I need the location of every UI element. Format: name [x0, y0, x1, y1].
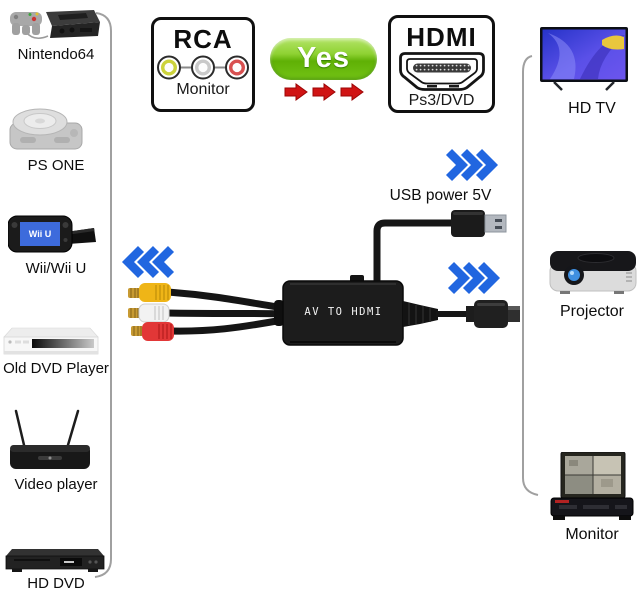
hdmi-cable	[403, 301, 470, 327]
usb-plug-icon	[451, 210, 507, 237]
ps-one-console-icon	[8, 97, 84, 153]
hd-tv-icon	[540, 27, 628, 93]
hdmi-output-card: HDMI Ps3/DVD	[388, 15, 495, 113]
old-dvd-player-icon	[2, 326, 100, 360]
source-label-nintendo64: Nintendo64	[17, 46, 95, 63]
red-arrows-icon	[284, 83, 364, 101]
hd-dvd-player-icon	[4, 545, 106, 577]
hdmi-card-title: HDMI	[406, 22, 477, 52]
display-label-monitor: Monitor	[565, 526, 619, 543]
hdmi-plug-icon	[466, 300, 520, 328]
nintendo64-console-icon	[6, 2, 102, 46]
wii-u-screen-text: Wii U	[29, 229, 51, 239]
projector-icon	[548, 245, 638, 297]
video-player-icon	[8, 409, 92, 473]
usb-cable	[373, 219, 452, 281]
chevrons-hdmi-icon	[447, 261, 501, 295]
rca-card-subtitle: Monitor	[176, 81, 230, 98]
chevrons-left-icon	[121, 245, 175, 279]
compatibility-badge-text: Yes	[297, 42, 350, 74]
wii-u-gamepad-icon: Wii U	[8, 212, 98, 256]
right-bracket	[522, 55, 539, 496]
rca-input-card: RCA Monitor	[151, 17, 255, 112]
source-label-ps-one: PS ONE	[27, 157, 85, 174]
rca-card-title: RCA	[173, 24, 233, 54]
source-label-wii: Wii/Wii U	[25, 260, 87, 277]
cctv-monitor-icon	[545, 452, 640, 524]
hdmi-port-icon	[398, 52, 485, 91]
source-label-old-dvd: Old DVD Player	[3, 360, 109, 377]
compatibility-badge: Yes	[270, 38, 377, 80]
source-label-video-player: Video player	[14, 476, 98, 493]
rca-plug-yellow-icon	[128, 283, 171, 302]
display-label-hd-tv: HD TV	[568, 100, 616, 117]
usb-power-label: USB power 5V	[389, 187, 492, 204]
display-label-projector: Projector	[559, 303, 625, 320]
rca-jacks-icon	[157, 55, 249, 80]
converter-device-label: AV TO HDMI	[304, 306, 383, 318]
left-bracket	[94, 12, 112, 578]
converter-device	[274, 275, 404, 346]
chevrons-usb-icon	[445, 148, 499, 182]
source-label-hd-dvd: HD DVD	[27, 575, 85, 592]
rca-plug-red-icon	[131, 322, 174, 341]
rca-cables	[165, 288, 291, 335]
rca-plug-white-icon	[128, 303, 170, 323]
hdmi-card-subtitle: Ps3/DVD	[408, 92, 475, 109]
